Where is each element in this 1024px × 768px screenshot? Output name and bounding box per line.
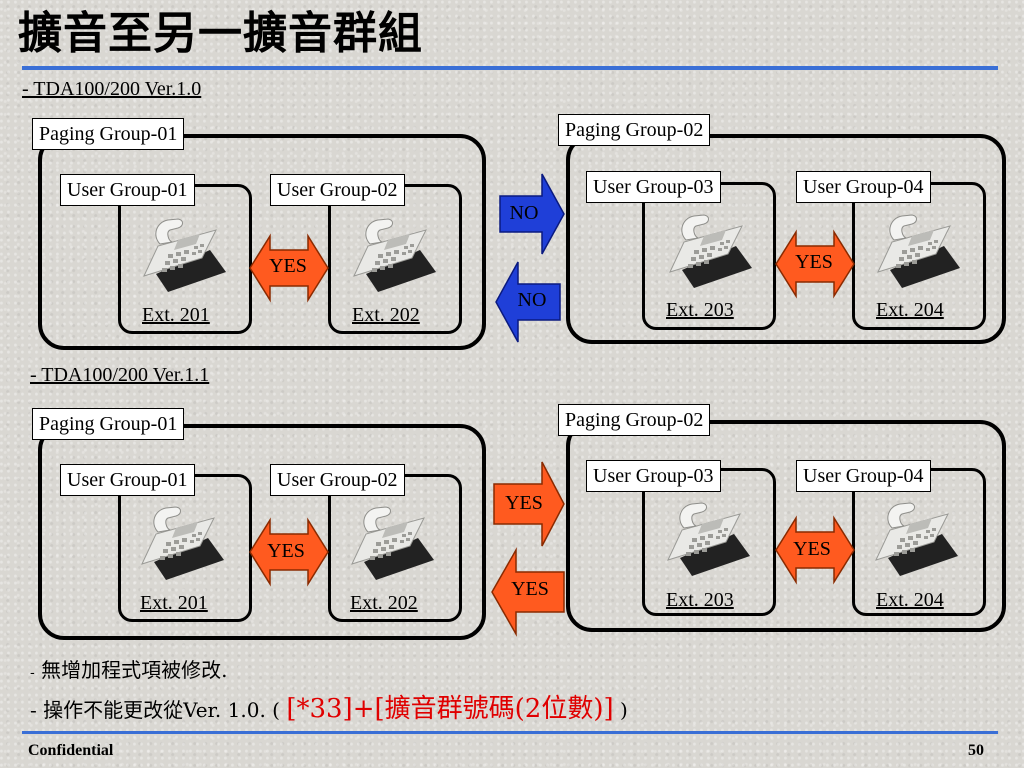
double-arrow — [775, 515, 855, 585]
extension-label: Ext. 201 — [140, 592, 208, 614]
paging-group-frame — [38, 424, 486, 640]
note-dash: - — [30, 665, 35, 681]
extension-label: Ext. 204 — [876, 299, 944, 321]
extension-label: Ext. 201 — [142, 304, 210, 326]
user-group-label: User Group-04 — [796, 171, 931, 203]
user-group-label: User Group-02 — [270, 464, 405, 496]
version-label-1: - TDA100/200 Ver.1.0 — [22, 78, 202, 100]
note-suffix: ) — [613, 698, 628, 722]
paging-group-label: Paging Group-01 — [32, 408, 185, 440]
note-line-1: - 無增加程式項被修改. — [30, 654, 227, 683]
arrow-label: YES — [793, 538, 831, 560]
telephone-icon — [662, 498, 754, 582]
extension-label: Ext. 202 — [350, 592, 418, 614]
left-arrow — [491, 547, 565, 637]
footer-confidential: Confidential — [28, 742, 114, 759]
telephone-icon — [346, 502, 438, 586]
user-group-label: User Group-02 — [270, 174, 405, 206]
note-text: 無增加程式項被修改. — [34, 658, 228, 682]
extension-label: Ext. 204 — [876, 589, 944, 611]
paging-group-frame — [566, 134, 1006, 344]
arrow-label: YES — [795, 251, 833, 273]
paging-group-label: Paging Group-02 — [558, 114, 711, 146]
user-group-label: User Group-03 — [586, 460, 721, 492]
arrow-label: YES — [267, 540, 305, 562]
telephone-icon — [138, 214, 230, 298]
telephone-icon — [872, 210, 964, 294]
user-group-label: User Group-01 — [60, 174, 195, 206]
paging-group-frame — [566, 420, 1006, 632]
note-prefix: - 操作不能更改從Ver. 1.0. ( — [30, 698, 287, 722]
left-arrow — [495, 261, 561, 343]
slide-title: 擴音至另一擴音群組 — [18, 8, 423, 59]
telephone-icon — [348, 214, 440, 298]
paging-group-label: Paging Group-02 — [558, 404, 711, 436]
arrow-label: YES — [505, 492, 543, 514]
arrow-label: NO — [517, 289, 547, 311]
page-number: 50 — [968, 742, 984, 759]
arrow-label: YES — [269, 255, 307, 277]
extension-label: Ext. 202 — [352, 304, 420, 326]
arrow-label: YES — [511, 578, 549, 600]
paging-group-label: Paging Group-01 — [32, 118, 185, 150]
user-group-label: User Group-01 — [60, 464, 195, 496]
right-arrow — [499, 173, 565, 255]
feature-code: [*33]+[擴音群號碼(2位數)] — [286, 694, 614, 724]
double-arrow — [775, 229, 855, 299]
extension-label: Ext. 203 — [666, 589, 734, 611]
double-arrow — [249, 517, 329, 587]
double-arrow — [249, 233, 329, 303]
paging-group-frame — [38, 134, 486, 350]
user-group-label: User Group-03 — [586, 171, 721, 203]
telephone-icon — [870, 498, 962, 582]
telephone-icon — [664, 210, 756, 294]
right-arrow — [493, 461, 565, 547]
title-rule — [22, 66, 998, 70]
extension-label: Ext. 203 — [666, 299, 734, 321]
note-line-2: - 操作不能更改從Ver. 1.0. ( [*33]+[擴音群號碼(2位數)] … — [30, 688, 628, 725]
user-group-label: User Group-04 — [796, 460, 931, 492]
footer-rule — [22, 731, 998, 734]
version-label-2: - TDA100/200 Ver.1.1 — [30, 364, 210, 386]
arrow-label: NO — [509, 202, 539, 224]
telephone-icon — [136, 502, 228, 586]
